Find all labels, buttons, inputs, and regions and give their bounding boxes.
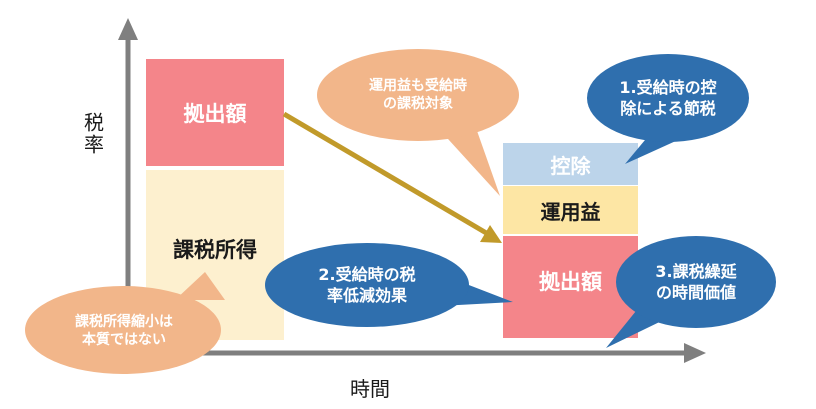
bubble-returns-taxed: 運用益も受給時 の課税対象: [332, 66, 504, 124]
bubble-benefit-2: 2.受給時の税 率低減効果: [282, 256, 452, 316]
bubble-benefit-1-line-1: 1.受給時の控: [619, 78, 717, 98]
bubble-benefit-3-shape: [606, 236, 776, 348]
bubble-benefit-2-line-2: 率低減効果: [326, 286, 407, 305]
bubble-benefit-2-shape: [265, 243, 513, 327]
bubble-benefit-1: 1.受給時の控 除による節税: [598, 68, 738, 130]
bubble-income-shrink: 課税所得縮小は 本質ではない: [40, 303, 208, 359]
right-returns-rect: [503, 186, 638, 234]
right-returns-label: 運用益: [540, 199, 601, 224]
x-axis: [126, 343, 706, 363]
bubble-income-shrink-line-1: 課税所得縮小は: [75, 313, 173, 330]
bubble-benefit-3: 3.課税繰延 の時間価値: [626, 252, 766, 314]
bubble-benefit-1-line-2: 除による節税: [620, 99, 716, 118]
right-contribution-label: 拠出額: [539, 270, 602, 294]
bubble-returns-taxed-line-1: 運用益も受給時: [369, 77, 467, 94]
left-contribution-rect: [146, 59, 284, 166]
x-axis-arrowhead-icon: [684, 343, 706, 363]
bubble-income-shrink-line-2: 本質ではない: [82, 332, 166, 348]
bubble-benefit-2-line-1: 2.受給時の税: [318, 265, 416, 285]
right-contribution-rect: [503, 236, 638, 338]
bubble-returns-taxed-shape: [317, 49, 519, 196]
left-taxable-income-label: 課税所得: [173, 238, 257, 262]
right-deduction-label: 控除: [550, 153, 591, 178]
y-axis-label: 税率: [80, 112, 105, 156]
left-contribution-label: 拠出額: [183, 101, 247, 126]
shift-arrowhead-icon: [480, 225, 502, 243]
bubble-benefit-3-line-1: 3.課税繰延: [655, 262, 737, 282]
bubble-returns-taxed-line-2: の課税対象: [383, 96, 453, 112]
bubble-benefit-1-shape: [587, 54, 749, 164]
y-axis-arrowhead-icon: [118, 18, 138, 40]
shift-arrow: [282, 111, 502, 243]
bubble-benefit-3-line-2: の時間価値: [655, 283, 736, 302]
right-deduction-rect: [503, 143, 638, 185]
bubble-income-shrink-shape: [25, 272, 225, 374]
x-axis-label: 時間: [350, 376, 390, 401]
